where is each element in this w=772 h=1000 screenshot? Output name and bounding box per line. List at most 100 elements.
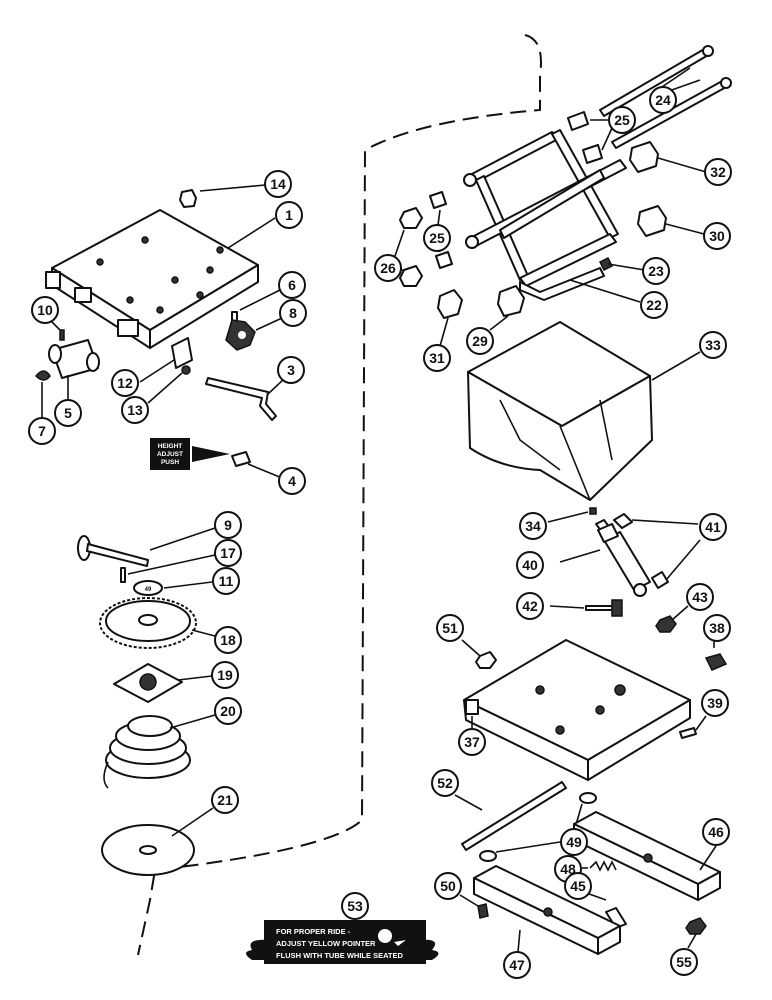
part-48-spring bbox=[582, 860, 617, 872]
svg-text:45: 45 bbox=[570, 878, 586, 894]
part-11-chart-disc: 49 bbox=[133, 580, 213, 596]
svg-text:30: 30 bbox=[709, 228, 725, 244]
callout-31: 31 bbox=[423, 344, 451, 372]
svg-text:ADJUST: ADJUST bbox=[157, 451, 183, 458]
callout-46: 46 bbox=[702, 818, 730, 846]
part-13-screw bbox=[147, 365, 191, 404]
svg-text:26: 26 bbox=[380, 260, 396, 276]
callout-38: 38 bbox=[703, 614, 731, 642]
callout-22: 22 bbox=[640, 291, 668, 319]
svg-text:33: 33 bbox=[705, 337, 721, 353]
callout-14: 14 bbox=[264, 170, 292, 198]
svg-text:FOR PROPER RIDE -: FOR PROPER RIDE - bbox=[276, 927, 351, 936]
svg-text:7: 7 bbox=[38, 423, 46, 439]
svg-text:53: 53 bbox=[347, 898, 363, 914]
part-25-spacers-upper bbox=[567, 111, 613, 164]
callout-1: 1 bbox=[275, 201, 303, 229]
svg-text:50: 50 bbox=[440, 878, 456, 894]
callout-50: 50 bbox=[434, 872, 462, 900]
part-29-block bbox=[489, 285, 525, 331]
svg-text:12: 12 bbox=[117, 375, 133, 391]
svg-text:29: 29 bbox=[472, 333, 488, 349]
part-34-screw bbox=[547, 507, 597, 523]
svg-text:21: 21 bbox=[217, 792, 233, 808]
part-9-bolt bbox=[77, 527, 216, 567]
part-6-pin bbox=[231, 289, 281, 325]
callout-53: 53 bbox=[341, 892, 369, 920]
svg-text:4: 4 bbox=[288, 473, 296, 489]
callout-32: 32 bbox=[704, 158, 732, 186]
part-25-spacers-left bbox=[429, 191, 453, 269]
callout-9: 9 bbox=[214, 511, 242, 539]
part-12-bracket bbox=[139, 337, 193, 383]
callout-3: 3 bbox=[277, 356, 305, 384]
svg-text:20: 20 bbox=[220, 703, 236, 719]
callout-19: 19 bbox=[211, 661, 239, 689]
callout-18: 18 bbox=[214, 626, 242, 654]
callout-6: 6 bbox=[278, 271, 306, 299]
svg-text:9: 9 bbox=[224, 517, 232, 533]
callout-8: 8 bbox=[279, 299, 307, 327]
part-19-plate bbox=[113, 663, 213, 703]
callout-12: 12 bbox=[111, 369, 139, 397]
part-49-plugs bbox=[479, 792, 597, 862]
callout-21: 21 bbox=[211, 786, 239, 814]
part-7-spring bbox=[34, 370, 51, 418]
part-24-rods bbox=[599, 45, 732, 149]
part-18-sprocket bbox=[99, 597, 216, 649]
part-47-rail bbox=[473, 865, 621, 955]
svg-text:47: 47 bbox=[509, 957, 525, 973]
part-31-block bbox=[437, 289, 463, 347]
svg-text:14: 14 bbox=[270, 176, 286, 192]
svg-text:HEIGHT: HEIGHT bbox=[158, 443, 183, 450]
callout-17: 17 bbox=[214, 539, 242, 567]
svg-text:42: 42 bbox=[522, 598, 538, 614]
part-20-coil-spring bbox=[103, 714, 216, 789]
part-14-nut bbox=[179, 184, 266, 208]
svg-text:52: 52 bbox=[437, 775, 453, 791]
part-3-lever-rod bbox=[205, 377, 286, 421]
part-21-disc bbox=[101, 807, 214, 876]
svg-text:49: 49 bbox=[145, 587, 152, 593]
height-adjust-decal: HEIGHT ADJUST PUSH bbox=[150, 438, 230, 470]
part-23-bolt bbox=[598, 256, 646, 272]
part-37-seat-pan bbox=[463, 639, 691, 781]
svg-text:8: 8 bbox=[289, 305, 297, 321]
part-10-pin bbox=[49, 319, 65, 341]
svg-text:25: 25 bbox=[614, 112, 630, 128]
part-43-nut bbox=[655, 605, 689, 633]
svg-text:48: 48 bbox=[560, 861, 576, 877]
svg-text:41: 41 bbox=[705, 519, 721, 535]
svg-text:38: 38 bbox=[709, 620, 725, 636]
svg-text:23: 23 bbox=[648, 263, 664, 279]
callout-39: 39 bbox=[701, 689, 729, 717]
part-42-bolt bbox=[549, 599, 623, 617]
svg-text:18: 18 bbox=[220, 632, 236, 648]
part-38-cap bbox=[704, 640, 728, 671]
callout-23: 23 bbox=[642, 257, 670, 285]
svg-text:24: 24 bbox=[655, 92, 671, 108]
callout-5: 5 bbox=[54, 399, 82, 427]
callout-13: 13 bbox=[121, 396, 149, 424]
svg-text:37: 37 bbox=[464, 734, 480, 750]
part-53-ride-plate: FOR PROPER RIDE - ADJUST YELLOW POINTER … bbox=[246, 910, 439, 964]
part-1-base-housing bbox=[45, 209, 276, 349]
callout-45: 45 bbox=[564, 872, 592, 900]
callout-51: 51 bbox=[436, 614, 464, 642]
part-46-rail bbox=[573, 811, 721, 901]
callout-11: 11 bbox=[212, 567, 240, 595]
svg-text:46: 46 bbox=[708, 824, 724, 840]
svg-text:17: 17 bbox=[220, 545, 236, 561]
part-39-pin bbox=[679, 715, 707, 739]
svg-text:10: 10 bbox=[37, 302, 53, 318]
callout-20: 20 bbox=[214, 697, 242, 725]
callout-37: 37 bbox=[458, 728, 486, 756]
callout-26: 26 bbox=[374, 254, 402, 282]
svg-text:1: 1 bbox=[285, 207, 293, 223]
part-32-block bbox=[629, 141, 707, 173]
svg-text:22: 22 bbox=[646, 297, 662, 313]
part-40-shock-absorber bbox=[559, 523, 651, 597]
svg-text:3: 3 bbox=[287, 362, 295, 378]
callout-52: 52 bbox=[431, 769, 459, 797]
